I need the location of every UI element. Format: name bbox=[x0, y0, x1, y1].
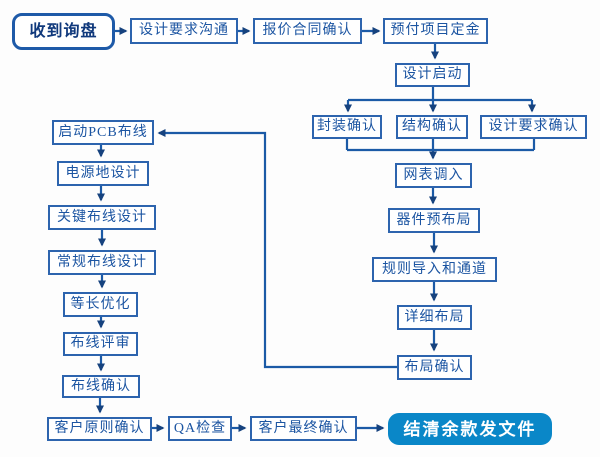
node-netlist-import: 网表调入 bbox=[395, 163, 472, 188]
node-routing-confirm: 布线确认 bbox=[62, 375, 140, 398]
node-settle-and-release: 结清余款发文件 bbox=[388, 413, 552, 445]
node-power-ground-design: 电源地设计 bbox=[57, 161, 149, 186]
node-layout-confirm: 布局确认 bbox=[397, 355, 472, 380]
node-routing-review: 布线评审 bbox=[63, 332, 138, 356]
node-design-req-confirm: 设计要求确认 bbox=[480, 115, 587, 139]
node-regular-routing-design: 常规布线设计 bbox=[48, 250, 156, 275]
node-detailed-layout: 详细布局 bbox=[397, 305, 472, 330]
node-quote-contract-confirm: 报价合同确认 bbox=[253, 18, 362, 44]
node-critical-routing-design: 关键布线设计 bbox=[48, 205, 156, 230]
node-received-inquiry: 收到询盘 bbox=[12, 13, 115, 50]
node-qa-check: QA检查 bbox=[168, 416, 232, 441]
node-start-pcb-routing: 启动PCB布线 bbox=[52, 120, 154, 145]
node-design-start: 设计启动 bbox=[395, 63, 470, 87]
node-design-requirements-comm: 设计要求沟通 bbox=[130, 18, 238, 44]
node-customer-final-confirm: 客户最终确认 bbox=[250, 416, 357, 441]
node-structure-confirm: 结构确认 bbox=[396, 115, 468, 139]
node-customer-principle-confirm: 客户原则确认 bbox=[47, 417, 152, 441]
node-component-prelayout: 器件预布局 bbox=[388, 208, 480, 233]
node-prepay-deposit: 预付项目定金 bbox=[383, 18, 488, 44]
node-package-confirm: 封装确认 bbox=[312, 115, 382, 139]
node-rules-import-channel: 规则导入和通道 bbox=[372, 257, 497, 282]
node-length-matching: 等长优化 bbox=[63, 292, 138, 317]
